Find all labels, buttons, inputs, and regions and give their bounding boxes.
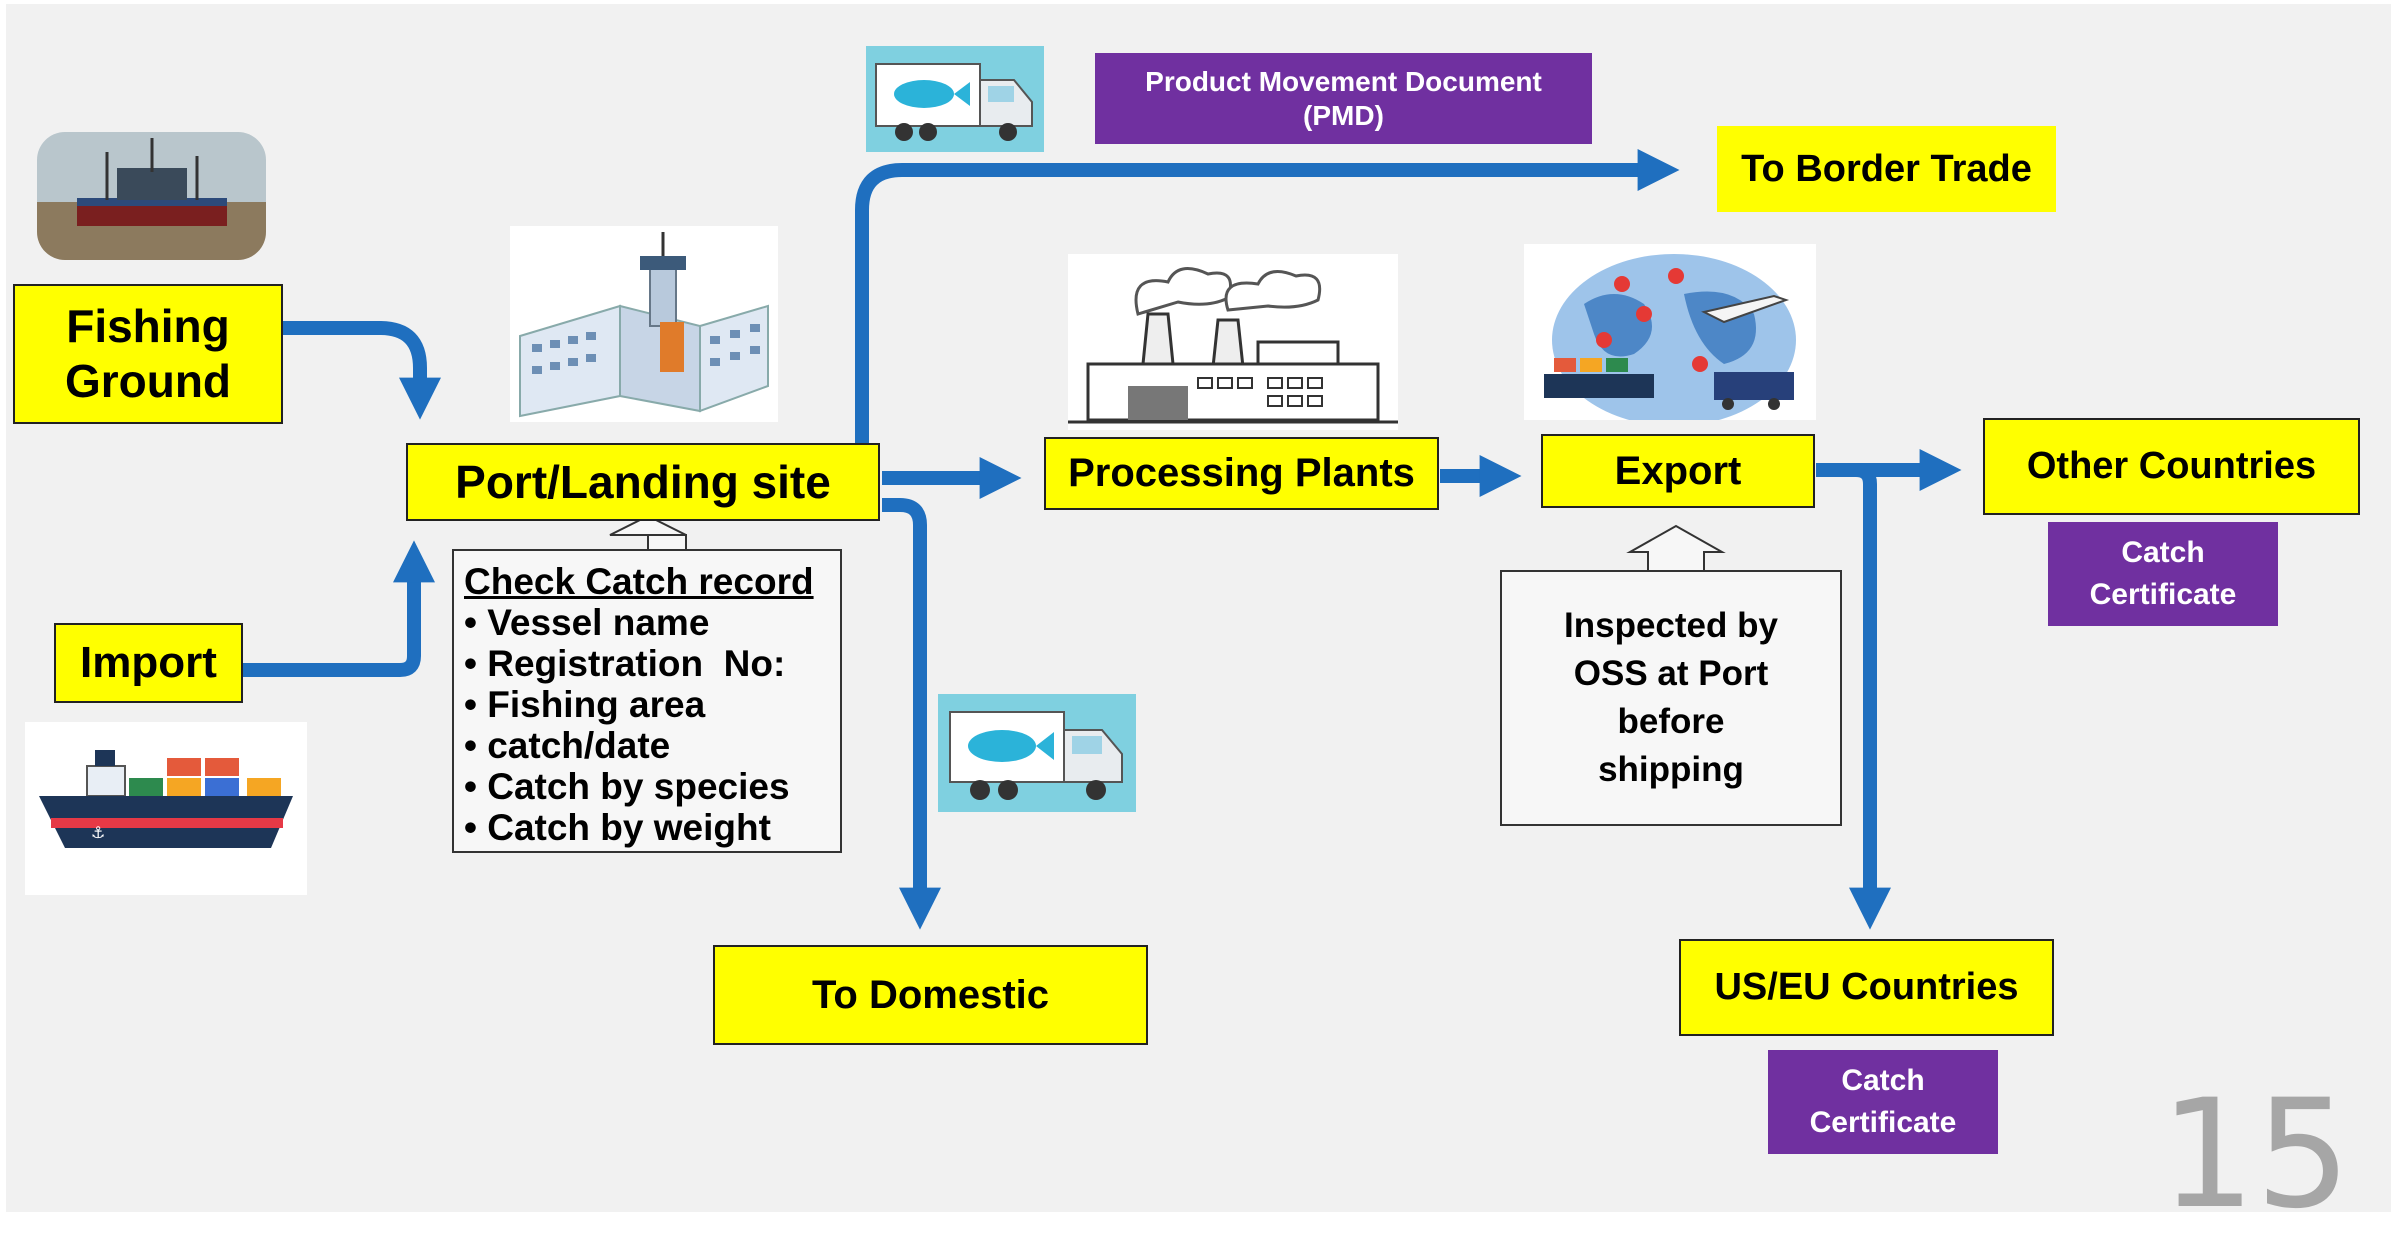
other-countries-box: Other Countries — [1983, 418, 2360, 515]
arrow-import-to-port — [242, 540, 435, 677]
other-countries-label: Other Countries — [2026, 445, 2317, 487]
svg-text:⚓: ⚓ — [91, 823, 105, 842]
cargo-ship-illustration: ⚓ — [25, 722, 307, 895]
pmd-document-label: Product Movement Document (PMD) — [1095, 53, 1592, 144]
check-catch-record-list: Vessel name Registration No: Fishing are… — [464, 602, 830, 848]
processing-plants-box: Processing Plants — [1044, 437, 1439, 510]
fish-truck-middle-illustration — [938, 694, 1136, 812]
check-catch-record-box: Check Catch record Vessel name Registrat… — [452, 549, 842, 853]
catch-certificate-useu-label: Catch Certificate — [1768, 1050, 1998, 1154]
record-item-vessel-name: Vessel name — [464, 602, 830, 643]
inspection-text: Inspected by OSS at Port before shipping — [1564, 606, 1778, 789]
page-number: 15 — [2160, 1068, 2351, 1242]
record-item-fishing-area: Fishing area — [464, 684, 830, 725]
port-landing-site-label: Port/Landing site — [455, 456, 831, 508]
pmd-document-text: Product Movement Document (PMD) — [1145, 65, 1542, 131]
import-label: Import — [80, 638, 217, 687]
fishing-boat-photo — [37, 132, 266, 260]
arrow-fishing-to-port — [282, 321, 441, 420]
domestic-label: To Domestic — [811, 972, 1050, 1017]
inspection-box: Inspected by OSS at Port before shipping — [1500, 570, 1842, 826]
processing-plants-label: Processing Plants — [1068, 451, 1415, 495]
hollow-arrow-inspect-to-export — [1626, 524, 1726, 571]
arrow-port-to-domestic — [882, 498, 941, 930]
global-logistics-illustration — [1524, 244, 1816, 420]
export-box: Export — [1541, 434, 1815, 508]
record-item-catch-by-weight: Catch by weight — [464, 807, 830, 848]
fishing-ground-box: Fishing Ground — [13, 284, 283, 424]
record-item-catch-date: catch/date — [464, 725, 830, 766]
us-eu-countries-label: US/EU Countries — [1714, 966, 2019, 1008]
factory-illustration — [1068, 254, 1398, 430]
border-trade-box: To Border Trade — [1717, 126, 2056, 212]
us-eu-countries-box: US/EU Countries — [1679, 939, 2054, 1036]
border-trade-label: To Border Trade — [1741, 147, 2032, 190]
domestic-box: To Domestic — [713, 945, 1148, 1045]
check-catch-record-title: Check Catch record — [464, 561, 814, 602]
fishing-ground-label: Fishing Ground — [64, 299, 232, 407]
arrow-export-to-useu — [1816, 463, 1891, 930]
catch-certificate-other-label: Catch Certificate — [2048, 522, 2278, 626]
catch-certificate-useu-text: Catch Certificate — [1809, 1064, 1957, 1139]
fish-truck-top-illustration — [866, 46, 1044, 152]
flow-arrows — [242, 149, 1962, 930]
export-label: Export — [1614, 448, 1742, 493]
port-building-illustration — [510, 226, 778, 422]
record-item-registration: Registration No: — [464, 643, 830, 684]
import-box: Import — [54, 623, 243, 703]
catch-certificate-other-text: Catch Certificate — [2089, 536, 2237, 611]
port-landing-site-box: Port/Landing site — [406, 443, 880, 521]
arrow-port-to-border — [855, 149, 1680, 444]
hollow-arrow-record-to-port — [609, 514, 687, 549]
slide-canvas: ⚓ — [0, 0, 2397, 1216]
record-item-catch-by-species: Catch by species — [464, 766, 830, 807]
